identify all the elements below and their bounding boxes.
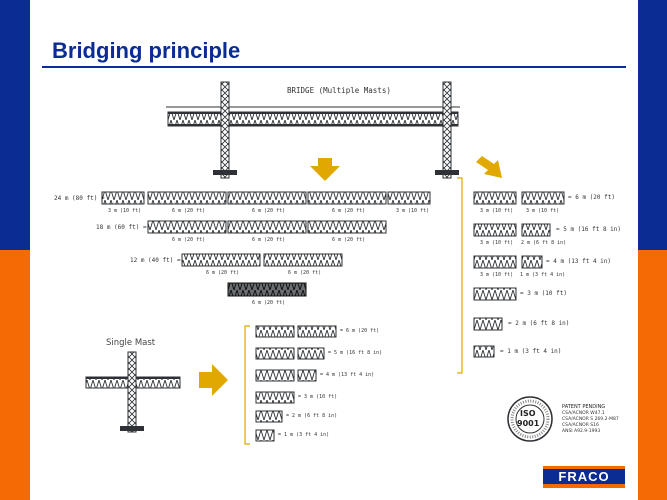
patent-line: CSA/ACNOR S16	[562, 423, 599, 428]
seg-label: 6 m (20 ft)	[252, 300, 286, 306]
row-18m	[147, 220, 387, 234]
right-result: = 4 m (13 ft 4 in)	[546, 258, 612, 265]
seg-label: 6 m (20 ft)	[206, 270, 240, 276]
seg-label: 3 m (10 ft)	[480, 208, 514, 214]
seg-label: 1 m (3 ft 4 in)	[520, 272, 566, 278]
right-result: = 1 m (3 ft 4 in)	[500, 348, 562, 355]
row-label-18m: 18 m (60 ft) =	[96, 224, 147, 231]
arrow-right-icon	[199, 364, 228, 396]
seg-label: 6 m (20 ft)	[332, 237, 366, 243]
single-mast-drawing	[85, 351, 181, 433]
seg-label: 3 m (10 ft)	[396, 208, 430, 214]
seg-label: 3 m (10 ft)	[480, 240, 514, 246]
iso-top: ISO	[520, 409, 536, 418]
logo-stripe	[543, 484, 625, 488]
single-result: = 2 m (6 ft 8 in)	[286, 413, 338, 419]
arrow-down-icon	[310, 158, 340, 181]
row-6m	[227, 282, 307, 297]
row-label-12m: 12 m (40 ft) =	[130, 257, 181, 264]
patent-line: CSA/ACNOR S 269.2-M87	[562, 417, 619, 422]
seg-label: 6 m (20 ft)	[332, 208, 366, 214]
bridge-platform	[166, 106, 460, 127]
arrow-diagonal-icon	[476, 156, 502, 178]
seg-label: 2 m (6 ft 8 in)	[521, 240, 567, 246]
patent-heading: PATENT PENDING	[562, 404, 606, 410]
seg-label: 3 m (10 ft)	[526, 208, 560, 214]
right-result: = 2 m (6 ft 8 in)	[508, 320, 570, 327]
bridge-title: BRIDGE (Multiple Masts)	[287, 86, 391, 95]
bridge-mast-left	[213, 81, 237, 179]
fraco-logo: FRACO	[543, 466, 625, 488]
bridge-mast-right	[435, 81, 459, 179]
iso-bottom: 9001	[517, 419, 540, 428]
logo-stripe	[543, 466, 625, 470]
right-column-segments	[473, 191, 565, 358]
bracket-single	[244, 325, 250, 445]
patent-line: ANSI A92.9-1993	[562, 429, 601, 434]
seg-label: 6 m (20 ft)	[172, 208, 206, 214]
single-result: = 6 m (20 ft)	[340, 328, 380, 334]
right-result: = 6 m (20 ft)	[568, 194, 615, 201]
row-label-24m: 24 m (80 ft) =	[54, 195, 105, 202]
seg-label: 3 m (10 ft)	[480, 272, 514, 278]
seg-label: 6 m (20 ft)	[288, 270, 322, 276]
single-result: = 1 m (3 ft 4 in)	[278, 432, 330, 438]
row-12m	[181, 253, 343, 267]
seg-label: 6 m (20 ft)	[252, 237, 286, 243]
row-24m	[101, 191, 431, 205]
single-mast-segments	[255, 325, 337, 442]
single-result: = 4 m (13 ft 4 in)	[320, 372, 375, 378]
right-result: = 5 m (16 ft 8 in)	[556, 226, 622, 233]
slide-title: Bridging principle	[52, 38, 241, 63]
single-result: = 3 m (10 ft)	[298, 394, 338, 400]
seg-label: 6 m (20 ft)	[172, 237, 206, 243]
iso-seal	[507, 396, 553, 442]
seg-label: 6 m (20 ft)	[252, 208, 286, 214]
seg-label: 3 m (10 ft)	[108, 208, 142, 214]
patent-line: CSA/ACNOR W47.1	[562, 411, 605, 416]
bracket-right	[457, 177, 463, 374]
single-mast-title: Single Mast	[106, 338, 156, 348]
title-rule	[42, 66, 626, 68]
right-result: = 3 m (10 ft)	[520, 290, 567, 297]
logo-text: FRACO	[543, 469, 625, 484]
single-result: = 5 m (16 ft 8 in)	[328, 350, 383, 356]
